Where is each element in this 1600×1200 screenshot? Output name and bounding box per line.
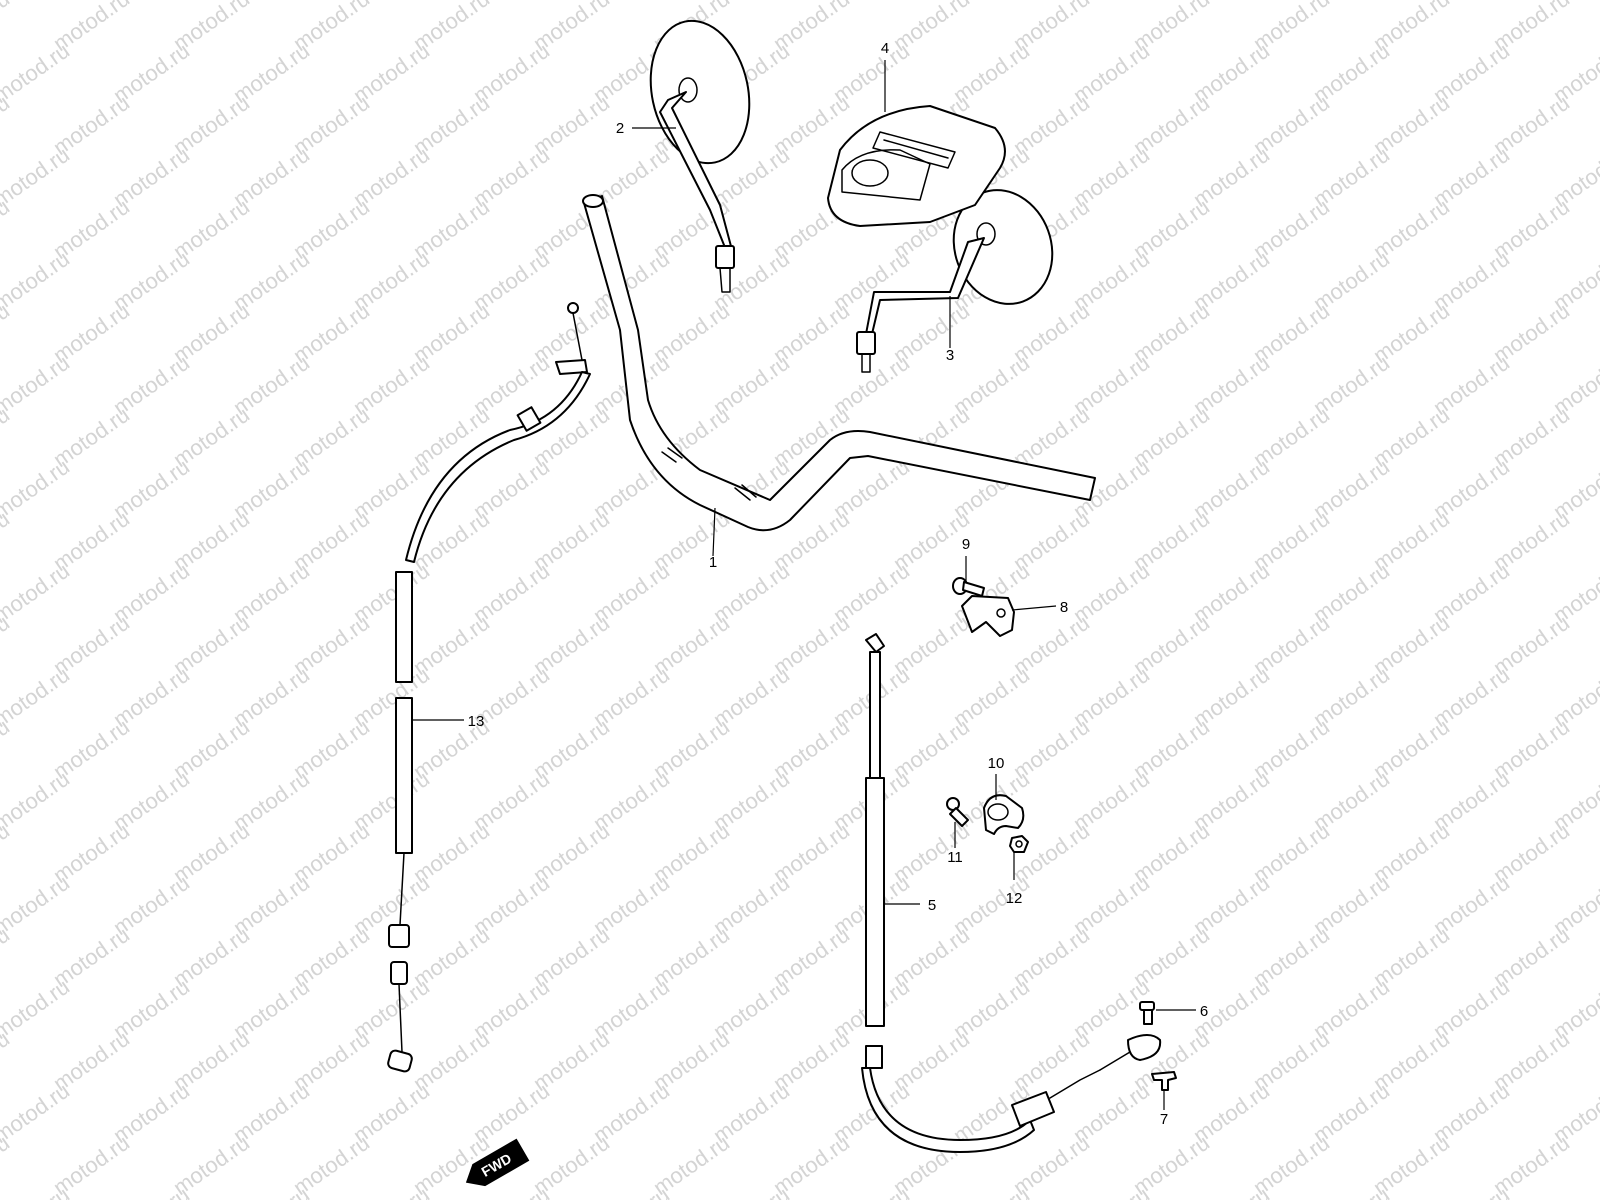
nut-part-12: [1009, 835, 1029, 853]
leader-lines: [412, 60, 1196, 1110]
pin-part-7: [1151, 1071, 1177, 1091]
callout-10: 10: [988, 755, 1005, 772]
callout-numbers: 1 2 3 4 5 6 7 8 9 10 11 12 13: [468, 40, 1209, 1128]
callout-6: 6: [1200, 1003, 1208, 1020]
fwd-arrow: FWD: [465, 1138, 530, 1187]
fwd-arrow-icon: [465, 1138, 530, 1187]
bolt-part-11: [946, 797, 969, 827]
screw-part-9: [952, 577, 985, 597]
callout-3: 3: [946, 347, 954, 364]
callout-11: 11: [947, 849, 963, 866]
clamp: [983, 794, 1025, 835]
meter-cover: [827, 105, 1006, 227]
callout-5: 5: [928, 897, 936, 914]
bolt-part-6: [1139, 1001, 1155, 1025]
throttle-cable: [861, 633, 1162, 1153]
callout-4: 4: [881, 40, 889, 57]
callout-2: 2: [616, 120, 624, 137]
cable-bracket: [961, 595, 1015, 637]
callout-7: 7: [1160, 1111, 1168, 1128]
callout-12: 12: [1006, 890, 1023, 907]
callout-8: 8: [1060, 599, 1068, 616]
callout-13: 13: [468, 713, 485, 730]
clutch-cable: [387, 302, 591, 1073]
right-mirror: [856, 189, 1054, 373]
callout-1: 1: [709, 554, 717, 571]
handlebar: [582, 194, 1096, 532]
callout-9: 9: [962, 536, 970, 553]
